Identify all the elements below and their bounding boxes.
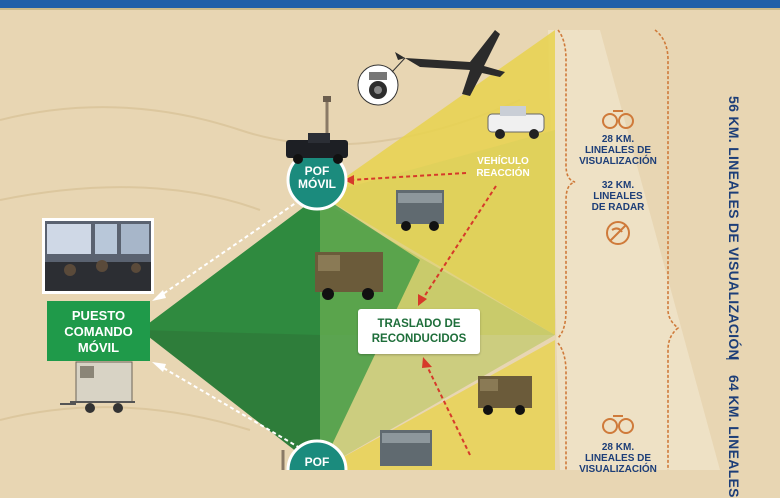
brace-outer — [654, 29, 680, 470]
transfer-arrow-bottom — [425, 363, 471, 456]
truck-icon — [380, 430, 432, 466]
command-post-label: PUESTO COMANDO MÓVIL — [47, 301, 150, 361]
pof-bottom-circle — [286, 439, 348, 470]
transfer-label: TRASLADO DE RECONDUCIDOS — [358, 309, 480, 354]
truck-icon — [396, 190, 444, 231]
visual-info-top: 28 KM. LINEALES DE VISUALIZACIÓN — [579, 134, 657, 167]
road-band — [548, 30, 720, 470]
top-banner — [0, 0, 780, 8]
command-center-photo — [42, 218, 154, 294]
command-post-line1: PUESTO — [71, 307, 126, 323]
pof-bottom-label: POF — [304, 455, 330, 469]
radar-info-top: 32 KM. LINEALES DE RADAR — [591, 180, 645, 213]
command-post-line2: COMANDO — [64, 323, 133, 339]
pof-top-label: POF MÓVIL — [298, 164, 336, 191]
brace-bottom-inner — [557, 342, 567, 470]
vertical-visual-total: 56 KM. LINEALES DE VISUALIZACIÓN — [726, 96, 742, 360]
command-post-line3: MÓVIL — [77, 339, 120, 355]
radar-icon — [606, 221, 630, 245]
infographic-canvas — [0, 0, 780, 470]
transfer-arrow-top — [421, 185, 497, 301]
camera-icon — [357, 57, 406, 106]
reaction-vehicle-label: VEHÍCULO REACCIÓN — [476, 156, 530, 179]
link-bottom-arrow — [159, 365, 301, 449]
vertical-separator: | — [726, 357, 742, 361]
command-trailer-image — [60, 361, 135, 413]
truck-icon — [315, 252, 383, 300]
coverage-bottom — [320, 340, 555, 470]
brace-top-inner — [557, 29, 576, 339]
link-top-arrow — [159, 199, 301, 297]
visual-info-bottom: 28 KM. LINEALES DE VISUALIZACIÓN — [579, 442, 657, 475]
pickup-icon — [487, 106, 545, 139]
reaction-arrow — [349, 172, 467, 181]
binoculars-icon — [602, 415, 634, 434]
truck-icon — [478, 376, 532, 415]
pickup-icon — [286, 133, 348, 164]
vertical-radar-total: 64 KM. LINEALES — [726, 375, 742, 498]
binoculars-icon — [602, 110, 634, 129]
airplane-icon — [395, 30, 505, 96]
